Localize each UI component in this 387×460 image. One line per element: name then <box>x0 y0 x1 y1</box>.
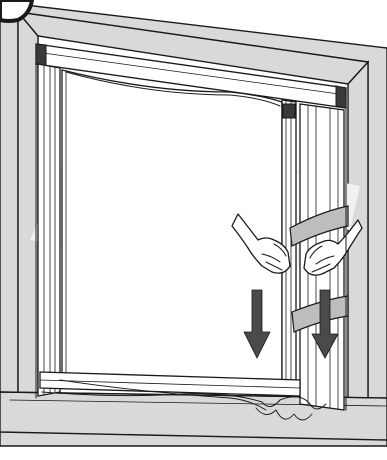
left-rail <box>38 64 60 396</box>
